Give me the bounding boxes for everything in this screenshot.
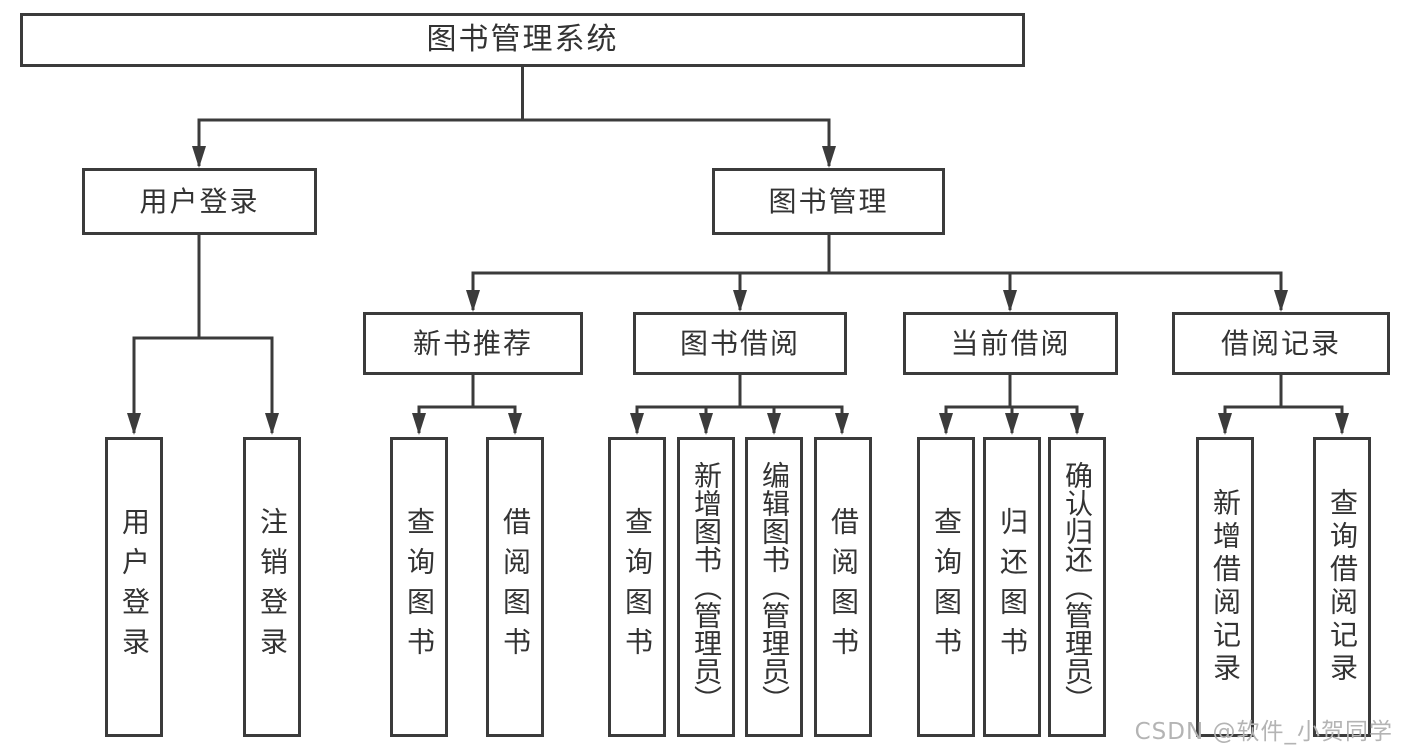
- leaf-logout: 注销登录: [243, 437, 301, 737]
- leaf-user-login: 用户登录: [105, 437, 163, 737]
- leaf-confirm-return-admin: 确认归还（管理员）: [1048, 437, 1106, 737]
- leaf-query-books-recommend: 查询图书: [390, 437, 448, 737]
- node-borrow-records: 借阅记录: [1172, 312, 1390, 375]
- node-root: 图书管理系统: [20, 13, 1025, 67]
- node-book-management: 图书管理: [712, 168, 945, 235]
- leaf-query-books-borrow-label: 查询图书: [621, 507, 654, 667]
- leaf-query-books-current: 查询图书: [917, 437, 975, 737]
- node-borrow-records-label: 借阅记录: [1220, 326, 1341, 360]
- leaf-borrow-books: 借阅图书: [814, 437, 872, 737]
- csdn-watermark: CSDN @软件_小贺同学: [1134, 719, 1393, 745]
- leaf-return-books-label: 归还图书: [996, 507, 1029, 667]
- node-user-login-label: 用户登录: [139, 184, 260, 218]
- node-current-borrow: 当前借阅: [903, 312, 1118, 375]
- node-new-book-recommend-label: 新书推荐: [412, 326, 533, 360]
- leaf-query-books-recommend-label: 查询图书: [403, 507, 436, 667]
- leaf-return-books: 归还图书: [983, 437, 1041, 737]
- leaf-edit-books-admin-label: 编辑图书（管理员）: [758, 461, 791, 713]
- node-book-borrow: 图书借阅: [633, 312, 847, 375]
- node-new-book-recommend: 新书推荐: [363, 312, 583, 375]
- node-root-label: 图书管理系统: [426, 22, 619, 57]
- leaf-confirm-return-admin-label: 确认归还（管理员）: [1061, 461, 1094, 713]
- leaf-add-books-admin-label: 新增图书（管理员）: [690, 461, 723, 713]
- leaf-borrow-books-recommend: 借阅图书: [486, 437, 544, 737]
- node-current-borrow-label: 当前借阅: [950, 326, 1071, 360]
- leaf-borrow-books-recommend-label: 借阅图书: [499, 507, 532, 667]
- leaf-query-books-current-label: 查询图书: [930, 507, 963, 667]
- leaf-add-borrow-record: 新增借阅记录: [1196, 437, 1254, 737]
- leaf-edit-books-admin: 编辑图书（管理员）: [745, 437, 803, 737]
- node-book-borrow-label: 图书借阅: [679, 326, 800, 360]
- leaf-add-borrow-record-label: 新增借阅记录: [1209, 488, 1242, 686]
- leaf-add-books-admin: 新增图书（管理员）: [677, 437, 735, 737]
- leaf-query-books-borrow: 查询图书: [608, 437, 666, 737]
- leaf-query-borrow-record: 查询借阅记录: [1313, 437, 1371, 737]
- node-user-login: 用户登录: [82, 168, 317, 235]
- leaf-logout-label: 注销登录: [256, 507, 289, 667]
- leaf-user-login-label: 用户登录: [118, 507, 151, 667]
- leaf-borrow-books-label: 借阅图书: [827, 507, 860, 667]
- leaf-query-borrow-record-label: 查询借阅记录: [1326, 488, 1359, 686]
- node-book-management-label: 图书管理: [768, 184, 889, 218]
